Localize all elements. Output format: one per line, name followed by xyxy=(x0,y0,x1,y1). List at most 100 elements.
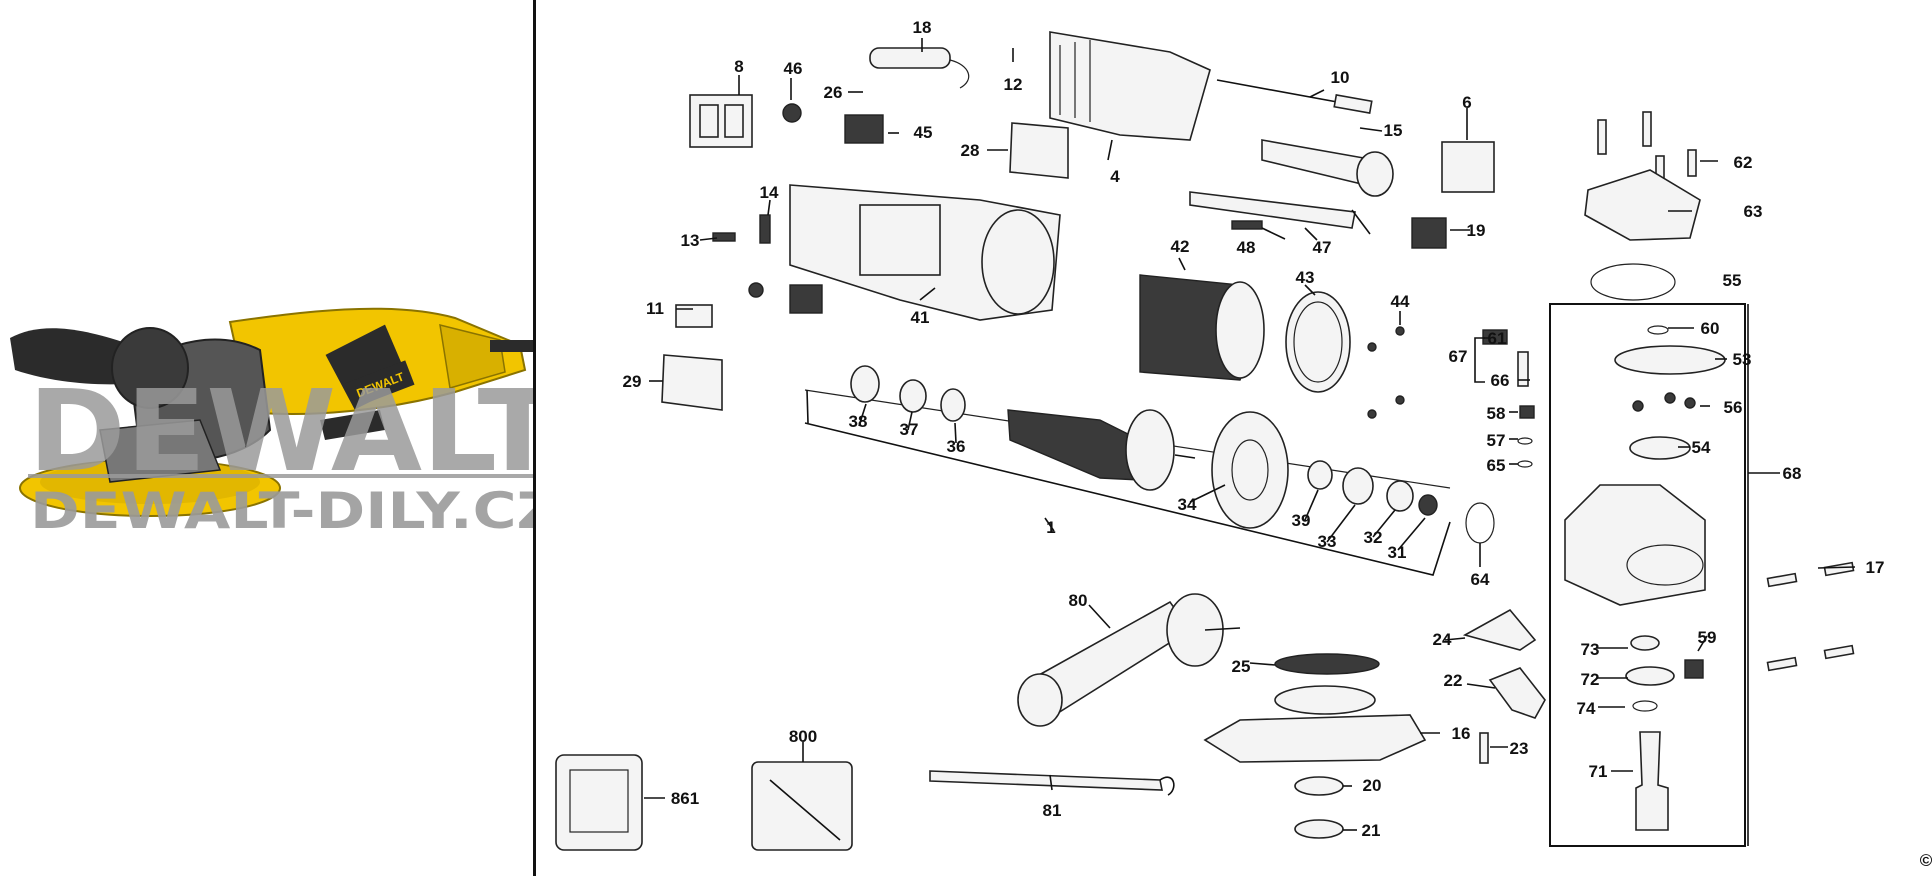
part-label-53: 53 xyxy=(1733,350,1752,369)
part-drawing-62 xyxy=(1597,119,1607,155)
part-label-58: 58 xyxy=(1487,404,1506,423)
part-drawing-20 xyxy=(1294,776,1344,796)
copyright-mark: © xyxy=(1920,851,1932,870)
part-label-20: 20 xyxy=(1363,776,1382,795)
part-label-12: 12 xyxy=(1004,75,1023,94)
part-label-48: 48 xyxy=(1237,238,1256,257)
part-label-72: 72 xyxy=(1581,670,1600,689)
part-drawing-54 xyxy=(1629,436,1691,460)
armature-assembly-bracket xyxy=(804,422,1451,576)
part-drawing-38 xyxy=(850,365,880,403)
part-label-32: 32 xyxy=(1364,528,1383,547)
part-label-21: 21 xyxy=(1362,821,1381,840)
part-label-39: 39 xyxy=(1292,511,1311,530)
part-label-23: 23 xyxy=(1510,739,1529,758)
part-drawing-24 xyxy=(1462,608,1537,651)
part-drawing-armature xyxy=(1007,409,1141,481)
part-drawing-44 xyxy=(1395,326,1405,336)
part-drawing-32 xyxy=(1386,480,1414,512)
part-drawing-71 xyxy=(1635,731,1669,831)
panel-divider xyxy=(533,0,536,876)
part-label-4: 4 xyxy=(1110,167,1120,186)
part-drawing-16 xyxy=(1203,714,1427,763)
part-label-33: 33 xyxy=(1318,532,1337,551)
part-label-80: 80 xyxy=(1069,591,1088,610)
gear-head-assembly-box xyxy=(1549,303,1746,847)
part-drawing-11 xyxy=(675,304,713,328)
part-label-68: 68 xyxy=(1783,464,1802,483)
part-label-44: 44 xyxy=(1391,292,1410,311)
part-label-41: 41 xyxy=(911,308,930,327)
part-drawing-13 xyxy=(712,232,736,242)
leader-lines xyxy=(644,38,1856,846)
part-drawing-861 xyxy=(555,754,643,851)
part-drawing-72 xyxy=(1625,666,1675,686)
part-label-25: 25 xyxy=(1232,657,1251,676)
part-drawing-6 xyxy=(1441,141,1495,193)
part-label-81: 81 xyxy=(1043,801,1062,820)
part-label-861: 861 xyxy=(671,789,699,808)
part-drawing-58 xyxy=(1519,405,1535,419)
part-drawing-61 xyxy=(1482,329,1508,345)
part-label-11: 11 xyxy=(646,299,664,318)
part-label-15: 15 xyxy=(1384,121,1403,140)
part-label-55: 55 xyxy=(1723,271,1742,290)
part-drawing-25 xyxy=(1274,653,1380,675)
part-drawing-53 xyxy=(1614,345,1726,375)
product-photo-panel: DEWALT DEWALT ® DEWALT-DILY.CZ xyxy=(0,0,570,876)
part-drawing-31 xyxy=(1418,494,1438,516)
part-drawing-48 xyxy=(1231,220,1263,230)
part-drawing-57 xyxy=(1517,437,1533,445)
part-label-65: 65 xyxy=(1487,456,1506,475)
part-label-47: 47 xyxy=(1313,238,1332,257)
part-drawing-66 xyxy=(1517,351,1529,387)
part-drawing-46 xyxy=(782,103,802,123)
part-drawing-60 xyxy=(1647,325,1669,335)
part-drawing-33 xyxy=(1342,467,1374,505)
part-drawing-34 xyxy=(1211,411,1289,529)
part-drawing-22 xyxy=(1488,667,1546,719)
part-label-38: 38 xyxy=(849,412,868,431)
part-drawing-37 xyxy=(899,379,927,413)
part-label-46: 46 xyxy=(784,59,803,78)
part-label-19: 19 xyxy=(1467,221,1486,240)
part-label-800: 800 xyxy=(789,727,817,746)
part-drawing-28 xyxy=(1009,122,1069,179)
part-label-60: 60 xyxy=(1701,319,1720,338)
part-drawing-65 xyxy=(1517,460,1533,468)
part-label-29: 29 xyxy=(623,372,642,391)
part-label-31: 31 xyxy=(1388,543,1407,562)
part-drawing-55 xyxy=(1590,263,1676,301)
part-labels: 8 46 26 18 12 10 4 6 45 28 15 62 63 19 1… xyxy=(623,18,1932,870)
part-label-18: 18 xyxy=(913,18,932,37)
part-label-45: 45 xyxy=(914,123,933,142)
part-label-59: 59 xyxy=(1698,628,1717,647)
part-drawing-23 xyxy=(1479,732,1489,764)
part-label-13: 13 xyxy=(681,231,700,250)
part-drawing-64 xyxy=(1465,502,1495,544)
part-drawing-43 xyxy=(1285,291,1351,393)
product-photo: DEWALT DEWALT ® DEWALT-DILY.CZ xyxy=(10,307,570,540)
part-label-36: 36 xyxy=(947,437,966,456)
part-label-56: 56 xyxy=(1724,398,1743,417)
part-label-24: 24 xyxy=(1433,630,1452,649)
part-drawing-39 xyxy=(1307,460,1333,490)
part-drawing-17 xyxy=(1766,572,1798,588)
watermark: DEWALT ® DEWALT-DILY.CZ xyxy=(28,367,570,540)
part-label-54: 54 xyxy=(1692,438,1711,457)
part-drawing-4 xyxy=(1049,31,1211,141)
part-label-67: 67 xyxy=(1449,347,1468,366)
part-label-43: 43 xyxy=(1296,268,1315,287)
part-label-8: 8 xyxy=(734,57,743,76)
part-drawing-19 xyxy=(1411,217,1447,249)
part-label-6: 6 xyxy=(1462,93,1471,112)
part-label-17: 17 xyxy=(1866,558,1885,577)
part-drawing-21 xyxy=(1294,819,1344,839)
part-drawing-18 xyxy=(869,47,951,69)
part-label-16: 16 xyxy=(1452,724,1471,743)
part-drawing-29 xyxy=(661,354,723,411)
part-label-26: 26 xyxy=(824,83,843,102)
part-drawing-36 xyxy=(940,388,966,422)
part-label-66: 66 xyxy=(1491,371,1510,390)
